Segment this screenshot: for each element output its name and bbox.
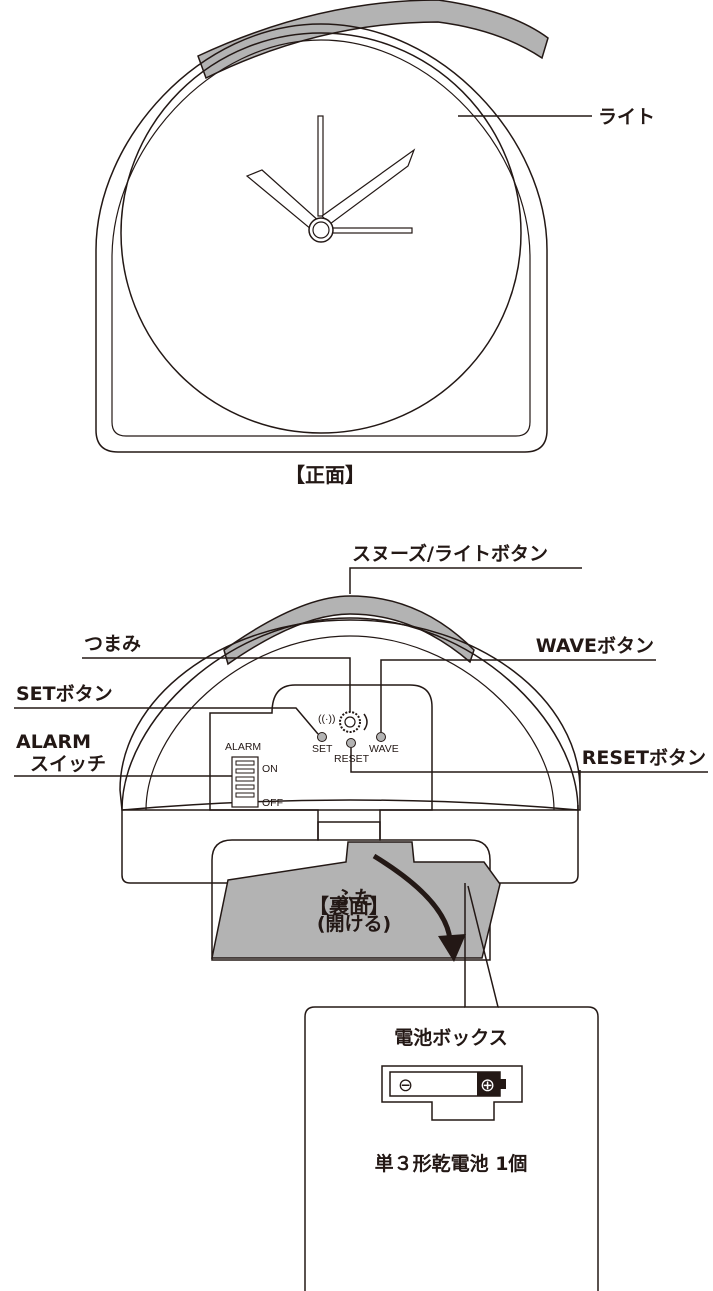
open-arrow-head	[438, 934, 466, 962]
front-light-bar	[197, 0, 549, 80]
battery-note: 単３形乾電池 1個	[375, 1152, 528, 1175]
alarm-label-line1: ALARM	[16, 731, 91, 753]
panel-reset-text: RESET	[334, 753, 370, 765]
back-caption-text: 【裏面】	[309, 894, 389, 918]
minus-icon: ⊖	[398, 1075, 413, 1096]
panel-on-text: ON	[262, 763, 278, 775]
reset-leader	[350, 748, 708, 773]
open-arrow-icon	[372, 853, 453, 941]
front-view: ライト 【正面】	[95, 0, 655, 487]
wave-leader	[380, 659, 656, 732]
snooze-leader	[349, 567, 582, 594]
front-caption: 【正面】	[285, 463, 365, 487]
panel-alarm-text: ALARM	[225, 741, 261, 753]
radio-glyph: ((·))	[318, 713, 335, 725]
battery-box-callout: 電池ボックス ⊖ ⊕ 単３形乾電池 1個	[304, 883, 599, 1291]
knob-leader	[82, 657, 351, 712]
alarm-label-line2: スイッチ	[30, 753, 106, 775]
back-body-arch	[121, 617, 579, 811]
battery-callout-leader	[464, 883, 499, 1008]
lid-recess	[211, 821, 491, 961]
lid-label-line2: (開ける)	[317, 913, 391, 935]
back-view: ふた (開ける) ALARM ON OFF ((·)) SET RESET WA…	[14, 542, 708, 962]
reset-button[interactable]	[346, 738, 356, 748]
wave-label: WAVEボタン	[536, 635, 654, 657]
front-body-outer	[95, 23, 548, 453]
back-base-ledge	[121, 799, 579, 811]
panel-wave-text: WAVE	[369, 743, 399, 755]
battery-compartment	[381, 1065, 523, 1121]
panel-set-text: SET	[312, 743, 333, 755]
clock-hands	[245, 115, 416, 243]
front-dial	[120, 32, 522, 434]
front-body-inner	[111, 39, 531, 437]
knob-label: つまみ	[84, 633, 141, 655]
set-label: SETボタン	[16, 683, 113, 705]
wave-button[interactable]	[376, 732, 386, 742]
control-panel	[209, 684, 433, 841]
battery-box-title: 電池ボックス	[394, 1026, 507, 1049]
back-body-arch-inner	[145, 635, 555, 811]
snooze-light-bar	[223, 595, 475, 666]
back-body-outer	[119, 619, 581, 811]
battery-callout-frame	[304, 1006, 599, 1291]
light-label: ライト	[598, 106, 655, 128]
set-leader	[14, 707, 319, 735]
panel-off-text: OFF	[262, 797, 283, 809]
set-button[interactable]	[317, 732, 327, 742]
plus-icon: ⊕	[480, 1075, 495, 1096]
snooze-label: スヌーズ/ライトボタン	[352, 542, 548, 565]
battery-lid	[211, 841, 501, 959]
lid-label-line1: ふた	[335, 887, 373, 909]
reset-label: RESETボタン	[582, 747, 706, 769]
